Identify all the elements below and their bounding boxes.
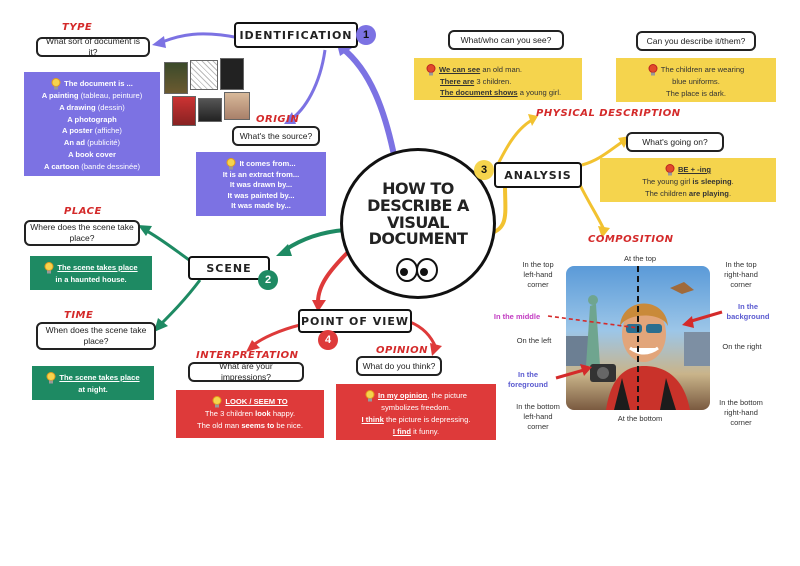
origin-answer: It comes from... It is an extract from..… [196, 152, 326, 216]
type-item: A drawing (dessin) [32, 102, 152, 114]
place-question: Where does the scene take place? [24, 220, 140, 246]
central-topic: HOW TO DESCRIBE A VISUAL DOCUMENT [340, 148, 496, 299]
interpretation-question: What are your impressions? [188, 361, 304, 382]
opinion-heading: OPINION [376, 345, 429, 356]
type-item-gloss: (tableau, peinture) [78, 91, 143, 100]
interpretation-heading: INTERPRETATION [196, 350, 299, 361]
physical-description-heading: PHYSICAL DESCRIPTION [536, 108, 681, 119]
comp-top-right: In the top right-hand corner [724, 260, 758, 290]
type-item: A book cover [32, 149, 152, 161]
opinion-answer: In my opinion, the picture symbolizes fr… [336, 384, 496, 440]
see-question: What/who can you see? [448, 30, 564, 50]
lightbulb-icon [648, 64, 658, 76]
type-item: A poster (affiche) [32, 125, 152, 137]
type-item-gloss: (dessin) [95, 102, 125, 112]
going-on-question: What's going on? [626, 132, 724, 152]
comp-on-right: On the right [722, 342, 762, 351]
comp-middle: In the middle [493, 312, 541, 321]
badge-3: 3 [474, 160, 494, 180]
see-answer: We can see an old man. There are 3 child… [414, 58, 582, 100]
badge-1: 1 [356, 25, 376, 45]
origin-question: What's the source? [232, 126, 320, 146]
lightbulb-icon [426, 64, 436, 76]
type-item-term: A cartoon [44, 161, 80, 171]
painting-thumbnail [224, 92, 250, 120]
lightbulb-icon [51, 78, 61, 90]
badge-4: 4 [318, 330, 338, 350]
comp-at-top: At the top [623, 254, 657, 263]
interpretation-answer: LOOK / SEEM TO The 3 children look happy… [176, 390, 324, 438]
type-item-gloss: (publicité) [85, 138, 121, 148]
node-analysis[interactable]: ANALYSIS [494, 162, 582, 188]
place-answer: The scene takes place in a haunted house… [30, 256, 152, 290]
comp-foreground: In the foreground [508, 370, 548, 390]
type-item-term: A poster [62, 126, 93, 136]
lightbulb-icon [365, 390, 375, 402]
going-on-answer: BE + -ing The young girl is sleeping. Th… [600, 158, 776, 202]
type-item-term: A photograph [67, 114, 117, 124]
describe-answer: The children are wearing blue uniforms. … [616, 58, 776, 102]
type-list: A painting (tableau, peinture)A drawing … [32, 90, 152, 172]
drawing-thumbnail [190, 60, 218, 90]
opinion-question: What do you think? [356, 356, 442, 376]
node-scene[interactable]: SCENE [188, 256, 270, 280]
origin-heading: ORIGIN [256, 114, 300, 125]
type-item: An ad (publicité) [32, 137, 152, 149]
book-cover-thumbnail [220, 58, 244, 90]
node-point-of-view[interactable]: POINT OF VIEW [298, 309, 412, 333]
composition-photo [566, 266, 710, 410]
type-item: A cartoon (bande dessinée) [32, 161, 152, 173]
lightbulb-icon [46, 372, 56, 384]
comp-top-left: In the top left-hand corner [522, 260, 554, 290]
place-heading: PLACE [64, 206, 102, 217]
type-item-term: A drawing [59, 102, 96, 112]
lightbulb-icon [212, 396, 222, 408]
type-answer: The document is ... A painting (tableau,… [24, 72, 160, 176]
type-item-term: An ad [63, 138, 86, 148]
node-identification-label: IDENTIFICATION [239, 28, 353, 42]
eyes-icon [396, 258, 438, 282]
type-lead: The document is ... [64, 79, 133, 88]
type-heading: TYPE [62, 22, 93, 33]
node-analysis-label: ANALYSIS [504, 168, 572, 182]
comp-bottom-left: In the bottom left-hand corner [516, 402, 560, 432]
badge-2: 2 [258, 270, 278, 290]
type-question: What sort of document is it? [36, 36, 150, 57]
tourist-selfie-illustration [566, 266, 710, 410]
describe-question: Can you describe it/them? [636, 31, 756, 51]
composition-heading: COMPOSITION [588, 234, 674, 245]
lightbulb-icon [226, 158, 236, 170]
type-item: A photograph [32, 114, 152, 126]
lightbulb-icon [44, 262, 54, 274]
comp-bottom-right: In the bottom right-hand corner [719, 398, 763, 428]
type-item-gloss: (bande dessinée) [79, 161, 140, 171]
node-point-of-view-label: POINT OF VIEW [301, 314, 409, 328]
type-item: A painting (tableau, peinture) [32, 90, 152, 102]
mona-lisa-thumbnail [164, 62, 188, 94]
comp-on-left: On the left [516, 336, 552, 345]
type-item-gloss: (affiche) [92, 126, 122, 136]
poster-thumbnail [172, 96, 196, 126]
comp-background: In the background [726, 302, 770, 322]
type-item-term: A book cover [68, 149, 116, 159]
type-item-term: A painting [41, 91, 79, 100]
photo-thumbnail [198, 98, 222, 122]
time-question: When does the scene take place? [36, 322, 156, 350]
central-title: HOW TO DESCRIBE A VISUAL DOCUMENT [367, 179, 469, 249]
time-heading: TIME [64, 310, 94, 321]
lightbulb-icon [665, 164, 675, 176]
time-answer: The scene takes place at night. [32, 366, 154, 400]
node-scene-label: SCENE [206, 261, 252, 275]
comp-at-bottom: At the bottom [617, 414, 663, 423]
